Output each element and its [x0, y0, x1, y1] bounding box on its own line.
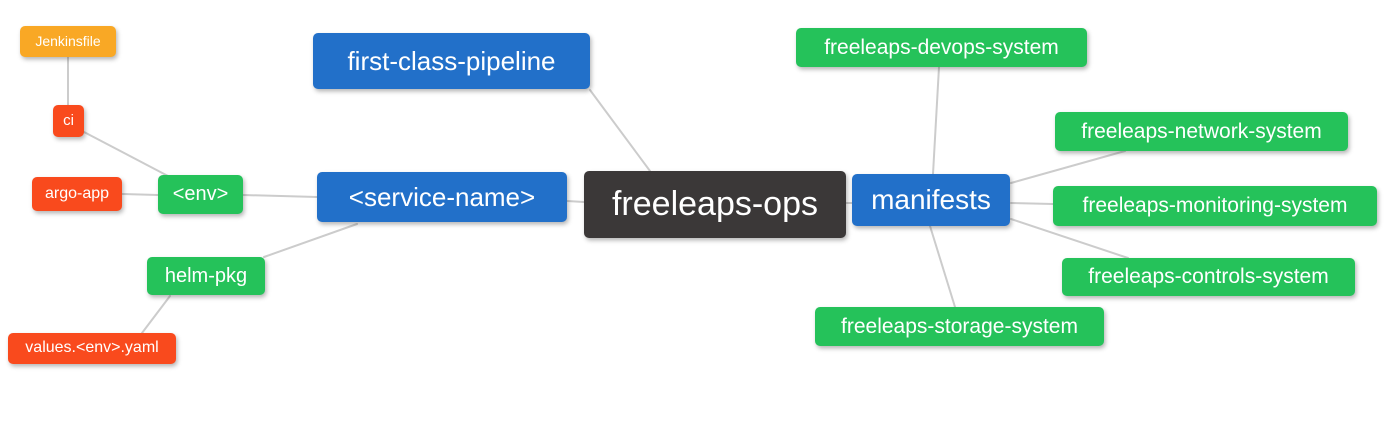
node-env[interactable]: <env>: [158, 175, 243, 214]
node-manifests[interactable]: manifests: [852, 174, 1010, 226]
node-argo-app[interactable]: argo-app: [32, 177, 122, 211]
edge-manifests-network-system: [1010, 150, 1126, 184]
edge-manifests-storage-system: [929, 225, 956, 308]
node-values-env-yaml-label: values.<env>.yaml: [25, 339, 159, 356]
edge-first-class-pipeline-ops: [589, 89, 651, 172]
node-argo-app-label: argo-app: [44, 184, 110, 202]
node-helm-pkg[interactable]: helm-pkg: [147, 257, 265, 295]
edge-service-name-ops: [566, 200, 585, 203]
edge-manifests-controls-system: [1010, 218, 1129, 259]
node-freeleaps-controls-system[interactable]: freeleaps-controls-system: [1062, 258, 1355, 296]
node-values-env-yaml[interactable]: values.<env>.yaml: [8, 333, 176, 364]
node-ci-label: ci: [63, 112, 74, 129]
node-freeleaps-network-system-label: freeleaps-network-system: [1081, 119, 1322, 143]
node-manifests-label: manifests: [871, 183, 991, 215]
node-freeleaps-ops[interactable]: freeleaps-ops: [584, 171, 846, 238]
node-freeleaps-monitoring-system[interactable]: freeleaps-monitoring-system: [1053, 186, 1377, 226]
node-freeleaps-devops-system-label: freeleaps-devops-system: [824, 35, 1059, 59]
node-jenkinsfile-label: Jenkinsfile: [35, 33, 101, 49]
node-freeleaps-network-system[interactable]: freeleaps-network-system: [1055, 112, 1348, 151]
edge-env-service-name: [242, 194, 318, 198]
node-freeleaps-controls-system-label: freeleaps-controls-system: [1088, 265, 1329, 288]
node-first-class-pipeline-label: first-class-pipeline: [347, 45, 556, 76]
node-env-label: <env>: [172, 183, 229, 205]
edge-ci-env: [83, 131, 169, 177]
node-service-name-label: <service-name>: [348, 181, 536, 212]
node-helm-pkg-label: helm-pkg: [164, 264, 248, 287]
node-freeleaps-storage-system-label: freeleaps-storage-system: [841, 314, 1078, 338]
edge-helm-pkg-values-env-yaml: [141, 295, 171, 334]
edge-manifests-devops-system: [932, 66, 940, 175]
node-freeleaps-ops-label: freeleaps-ops: [611, 185, 818, 223]
node-freeleaps-storage-system[interactable]: freeleaps-storage-system: [815, 307, 1104, 346]
node-jenkinsfile[interactable]: Jenkinsfile: [20, 26, 116, 57]
node-freeleaps-devops-system[interactable]: freeleaps-devops-system: [796, 28, 1087, 67]
node-service-name[interactable]: <service-name>: [317, 172, 567, 222]
node-freeleaps-monitoring-system-label: freeleaps-monitoring-system: [1082, 194, 1348, 217]
node-ci[interactable]: ci: [53, 105, 84, 137]
edge-manifests-monitoring-system: [1010, 202, 1054, 205]
node-first-class-pipeline[interactable]: first-class-pipeline: [313, 33, 590, 89]
edge-argo-app-env: [121, 193, 159, 196]
edge-service-name-helm-pkg: [263, 223, 358, 258]
